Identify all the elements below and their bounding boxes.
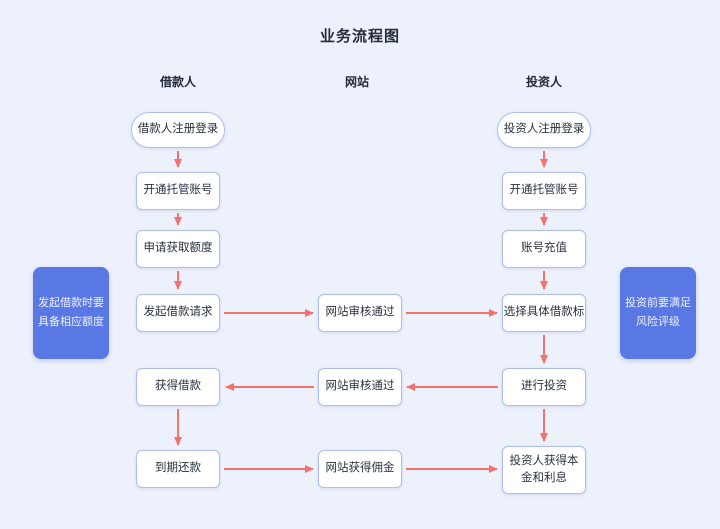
node-investor-principal-interest: 投资人获得本 金和利息 (502, 446, 586, 494)
node-borrower-get-loan: 获得借款 (136, 368, 220, 406)
node-investor-invest: 进行投资 (502, 368, 586, 406)
node-investor-select-loan: 选择具体借款标 (502, 294, 586, 332)
node-investor-register: 投资人注册登录 (497, 112, 591, 148)
lane-header-investor: 投资人 (525, 75, 562, 89)
node-website-review-1: 网站审核通过 (318, 294, 402, 332)
node-website-commission: 网站获得佣金 (318, 450, 402, 488)
node-borrower-open-account: 开通托管账号 (136, 172, 220, 210)
node-borrower-loan-request: 发起借款请求 (136, 294, 220, 332)
lane-header-website: 网站 (344, 75, 369, 89)
diagram-title: 业务流程图 (319, 28, 400, 45)
note-investor-requirement: 投资前要满足 风险评级 (620, 267, 696, 359)
note-borrower-requirement: 发起借款时要 具备相应额度 (33, 267, 109, 359)
lane-header-borrower: 借款人 (159, 75, 196, 89)
node-website-review-2: 网站审核通过 (318, 368, 402, 406)
node-borrower-register: 借款人注册登录 (131, 112, 225, 148)
node-investor-recharge: 账号充值 (502, 230, 586, 268)
node-borrower-repay: 到期还款 (136, 450, 220, 488)
node-investor-open-account: 开通托管账号 (502, 172, 586, 210)
node-borrower-apply-quota: 申请获取额度 (136, 230, 220, 268)
